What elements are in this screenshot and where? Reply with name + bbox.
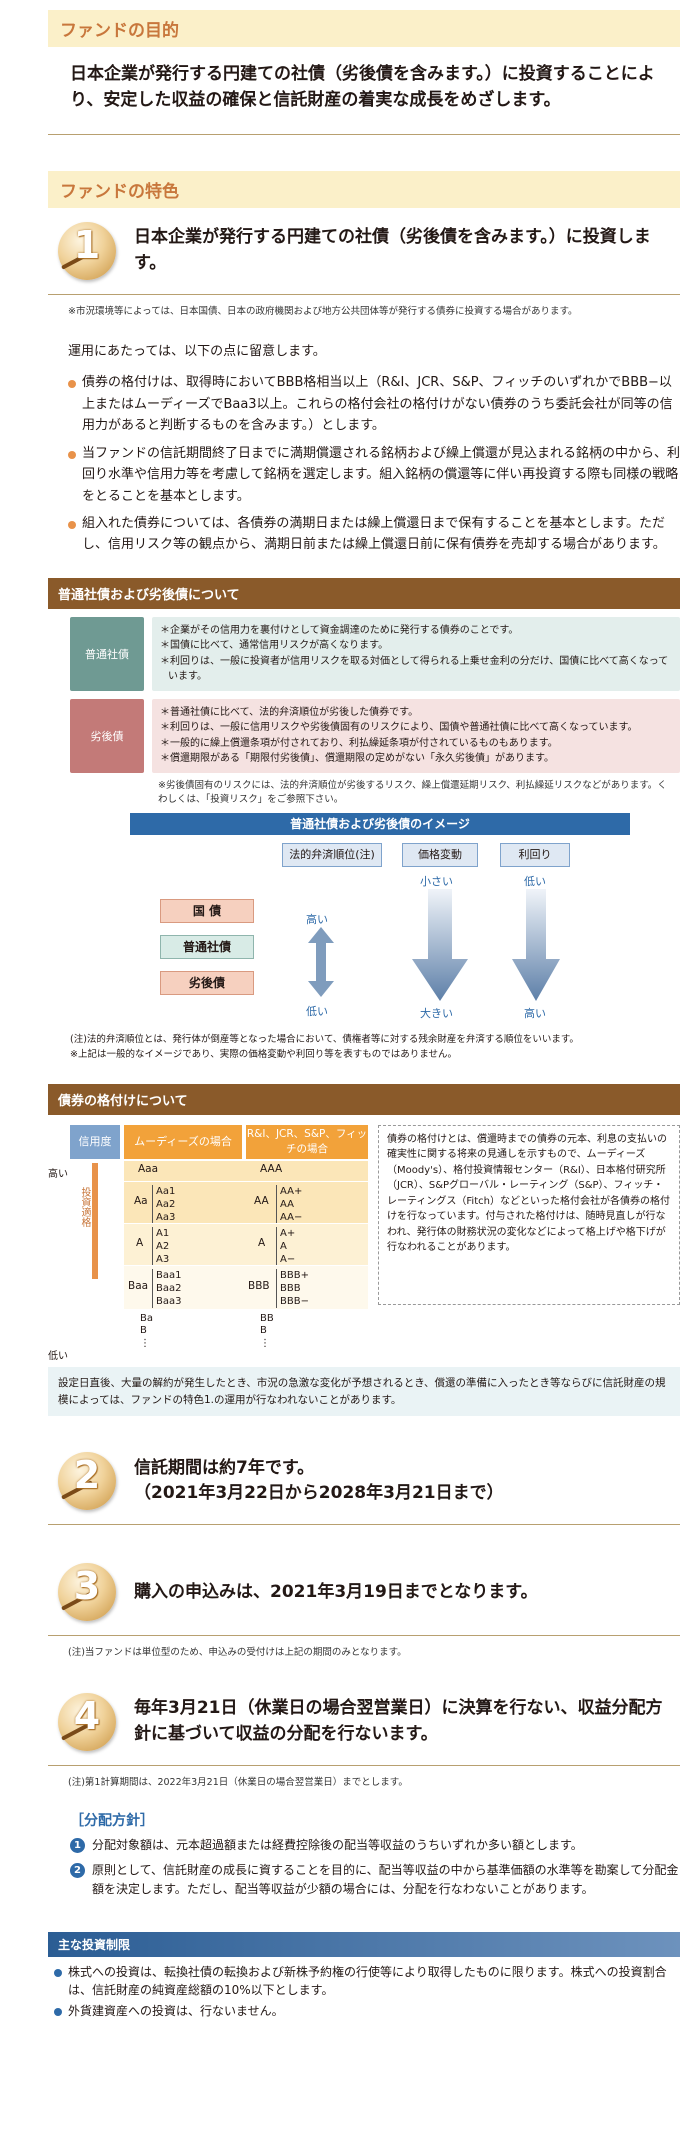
down-arrow-yield-icon: [512, 889, 560, 1002]
subordinated-bond-text: ＊普通社債に比べて、法的弁済順位が劣後した債券です。 ＊利回りは、一般に信用リス…: [152, 698, 680, 773]
subordinated-bond-row: 劣後債 ＊普通社債に比べて、法的弁済順位が劣後した債券です。 ＊利回りは、一般に…: [70, 698, 680, 773]
ordinary-bond-row: 普通社債 ＊企業がその信用力を裏付けとして資金調達のために発行する債券のことです…: [70, 616, 680, 691]
col-priority: 法的弁済順位(注): [282, 843, 382, 868]
double-arrow-icon: [308, 927, 334, 998]
rating-notice: 設定日直後、大量の解約が発生したとき、市況の急激な変化が予想されるとき、償還の準…: [48, 1366, 680, 1417]
priority-low: 低い: [306, 1005, 328, 1019]
feature-1-note: ※市況環境等によっては、日本国債、日本の政府機関および地方公共団体等が発行する債…: [68, 305, 578, 317]
rating-table: 信用度 ムーディーズの場合 R&I、JCR、S&P、フィッチの場合 高い 投資適…: [48, 1124, 370, 1362]
feature-2-title: 信託期間は約7年です。: [134, 1457, 315, 1478]
investment-grade-label: 投資適格: [79, 1186, 90, 1227]
col-price: 価格変動: [402, 843, 478, 868]
feature-4: 4 毎年3月21日（休業日の場合翌営業日）に決算を行ない、収益分配方針に基づいて…: [48, 1679, 680, 1766]
purpose-heading: ファンドの目的: [48, 10, 680, 47]
feature-2: 2 信託期間は約7年です。 （2021年3月22日から2028年3月21日まで）: [48, 1438, 680, 1526]
priority-high: 高い: [306, 913, 328, 927]
down-arrow-price-icon: [412, 889, 468, 1002]
row-ordinary: 普通社債: [160, 935, 254, 960]
list-item: 当ファンドの信託期間終了日までに満期償還される銘柄および繰上償還が見込まれる銘柄…: [68, 443, 680, 507]
yield-low: 低い: [524, 875, 546, 889]
col-yield: 利回り: [500, 843, 570, 868]
feature-2-subtitle: （2021年3月22日から2028年3月21日まで）: [134, 1483, 504, 1504]
feature-1-bullets: 債券の格付けは、取得時においてBBB格相当以上（R&I、JCR、S&P、フィッチ…: [48, 362, 680, 556]
diagram-note-2: ※上記は一般的なイメージであり、実際の価格変動や利回り等を表すものではありません…: [70, 1048, 458, 1060]
restrictions-list: 株式への投資は、転換社債の転換および新株予約権の行使等により取得したものに限りま…: [48, 1957, 680, 2021]
feature-1: 1 日本企業が発行する円建ての社債（劣後債を含みます。）に投資します。: [48, 208, 680, 295]
rating-description: 債券の格付けとは、償還時までの債券の元本、利息の支払いの確実性に関する将来の見通…: [378, 1124, 680, 1305]
feature-1-intro: 運用にあたっては、以下の点に留意します。: [68, 343, 326, 359]
bond-image-diagram: 普通社債および劣後債のイメージ 法的弁済順位(注) 価格変動 利回り 国 債 普…: [70, 807, 680, 1029]
list-item: 組入れた債券については、各債券の満期日または繰上償還日まで保有することを基本とし…: [68, 513, 680, 556]
rating-high: 高い: [48, 1168, 68, 1180]
diagram-title: 普通社債および劣後債のイメージ: [130, 813, 630, 836]
col-moodys: ムーディーズの場合: [124, 1124, 242, 1159]
feature-3-title: 購入の申込みは、2021年3月19日までとなります。: [134, 1581, 538, 1602]
list-item: 外貨建資産への投資は、行ないません。: [54, 2002, 680, 2021]
col-others: R&I、JCR、S&P、フィッチの場合: [246, 1124, 368, 1159]
feature-3-note: (注)当ファンドは単位型のため、申込みの受付けは上記の期間のみとなります。: [68, 1647, 407, 1659]
row-subordinated: 劣後債: [160, 971, 254, 996]
feature-4-title: 毎年3月21日（休業日の場合翌営業日）に決算を行ない、収益分配方針に基づいて収益…: [134, 1698, 663, 1744]
rating-section: 信用度 ムーディーズの場合 R&I、JCR、S&P、フィッチの場合 高い 投資適…: [48, 1124, 680, 1362]
number-badge-3-icon: 3: [54, 1559, 120, 1625]
feature-3: 3 購入の申込みは、2021年3月19日までとなります。: [48, 1549, 680, 1637]
col-credit: 信用度: [70, 1124, 120, 1159]
features-heading: ファンドの特色: [48, 170, 680, 208]
purpose-text: 日本企業が発行する円建ての社債（劣後債を含みます。）に投資することにより、安定し…: [48, 47, 680, 135]
number-badge-2-icon: 2: [54, 1448, 120, 1514]
yield-high: 高い: [524, 1007, 546, 1021]
number-badge-4-icon: 4: [54, 1689, 120, 1755]
list-item: 株式への投資は、転換社債の転換および新株予約権の行使等により取得したものに限りま…: [54, 1963, 680, 2000]
feature-4-note: (注)第1計算期間は、2022年3月21日（休業日の場合翌営業日）までとします。: [68, 1776, 408, 1788]
price-large: 大きい: [420, 1007, 453, 1021]
ordinary-bond-label: 普通社債: [70, 616, 144, 691]
investment-grade-bar: [92, 1162, 98, 1279]
number-badge-1-icon: 1: [54, 218, 120, 284]
list-item: 債券の格付けは、取得時においてBBB格相当以上（R&I、JCR、S&P、フィッチ…: [68, 372, 680, 436]
ordinary-bond-text: ＊企業がその信用力を裏付けとして資金調達のために発行する債券のことです。 ＊国債…: [152, 616, 680, 691]
risk-note: ※劣後債固有のリスクには、法的弁済順位が劣後するリスク、繰上償還延期リスク、利払…: [158, 779, 667, 806]
diagram-note-1: (注)法的弁済順位とは、発行体が倒産等となった場合において、債権者等に対する残余…: [70, 1034, 579, 1046]
restrictions-heading: 主な投資制限: [48, 1931, 680, 1957]
rating-low: 低い: [48, 1350, 68, 1362]
rating-heading: 債券の格付けについて: [48, 1083, 680, 1115]
row-jgb: 国 債: [160, 899, 254, 924]
bonds-heading: 普通社債および劣後債について: [48, 577, 680, 609]
feature-1-title: 日本企業が発行する円建ての社債（劣後債を含みます。）に投資します。: [134, 227, 651, 273]
price-small: 小さい: [420, 875, 453, 889]
subordinated-bond-label: 劣後債: [70, 698, 144, 773]
policy-heading: ［分配方針］: [70, 1812, 154, 1829]
